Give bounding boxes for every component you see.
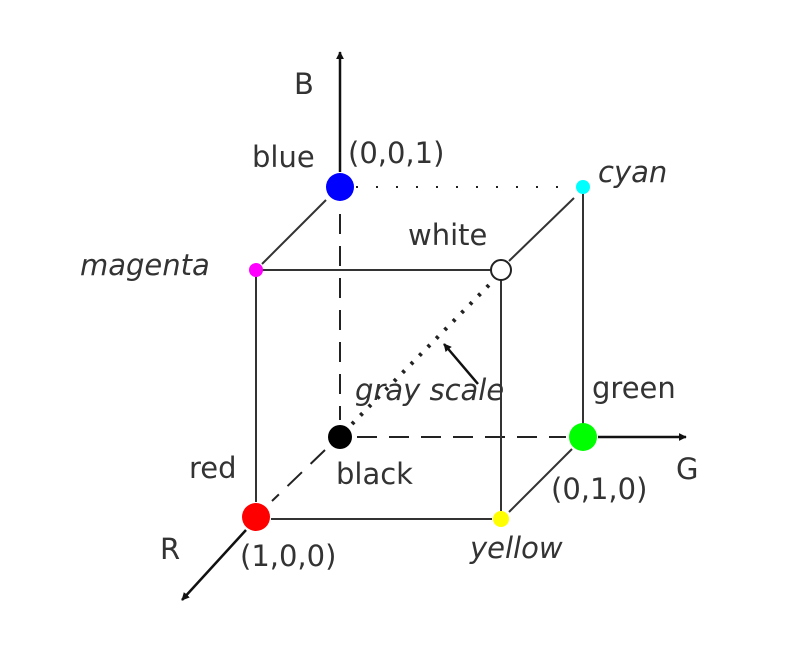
vertex-blue [326,173,354,201]
vertex-black [328,425,352,449]
g-axis-label: G [676,452,698,486]
edge-blue-magenta [261,199,327,265]
vertex-white [490,259,512,281]
red-label: red [189,451,237,485]
edge-black-red [271,449,326,502]
blue-coord-label: (0,0,1) [348,136,444,170]
black-label: black [336,457,413,491]
r-axis-arrow [181,529,247,601]
gray-scale-diagonal [350,282,492,426]
green-label: green [592,371,676,405]
vertex-magenta [249,263,263,277]
b-axis-label: B [294,67,314,101]
edge-yellow-green [508,448,573,513]
r-axis-label: R [160,532,180,566]
yellow-label: yellow [469,531,563,565]
gray-scale-pointer-arrow [443,343,479,385]
magenta-label: magenta [80,248,210,282]
edge-cyan-white [508,197,575,262]
vertex-cyan [576,180,590,194]
blue-label: blue [252,140,315,174]
vertex-red [242,503,270,531]
green-coord-label: (0,1,0) [551,472,647,506]
vertex-yellow [493,511,509,527]
cyan-label: cyan [598,155,667,189]
white-label: white [408,218,487,252]
gray-scale-label: gray scale [355,373,504,407]
vertex-green [569,423,597,451]
red-coord-label: (1,0,0) [240,539,336,573]
